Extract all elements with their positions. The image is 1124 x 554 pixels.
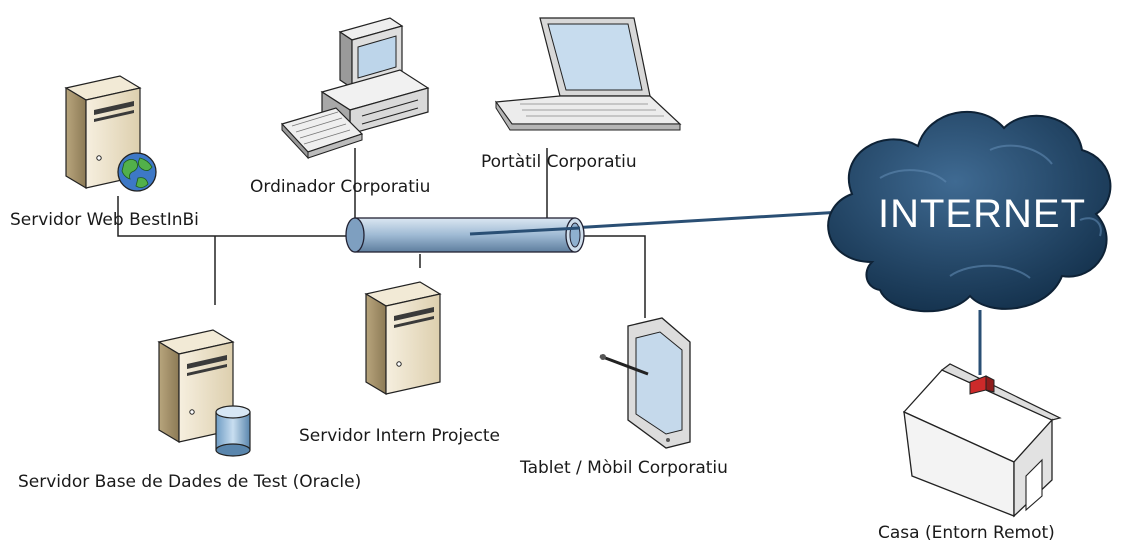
intern-server-label: Servidor Intern Projecte: [299, 426, 501, 446]
web-server-label: Servidor Web BestInBi: [10, 210, 199, 230]
home-label: Casa (Entorn Remot): [878, 523, 1055, 543]
laptop-icon: [494, 17, 682, 131]
database-cylinder-icon: [215, 405, 251, 457]
desktop-computer-icon: [280, 17, 430, 160]
laptop-label: Portàtil Corporatiu: [481, 152, 637, 172]
db-server-label: Servidor Base de Dades de Test (Oracle): [18, 472, 362, 492]
link-web-server: [117, 196, 355, 237]
tablet-icon: [599, 317, 691, 449]
cloud-icon: [827, 110, 1112, 313]
server-icon: [365, 281, 441, 395]
internet-label: INTERNET: [878, 192, 1086, 236]
link-tablet: [584, 235, 646, 318]
server-with-globe-icon: [65, 75, 157, 192]
connector-lines: [117, 148, 646, 318]
network-pipe-icon: [345, 217, 585, 253]
server-with-database-icon: [158, 329, 251, 457]
desktop-label: Ordinador Corporatiu: [250, 177, 431, 197]
tablet-label: Tablet / Mòbil Corporatiu: [520, 458, 728, 478]
house-icon: [902, 363, 1062, 518]
